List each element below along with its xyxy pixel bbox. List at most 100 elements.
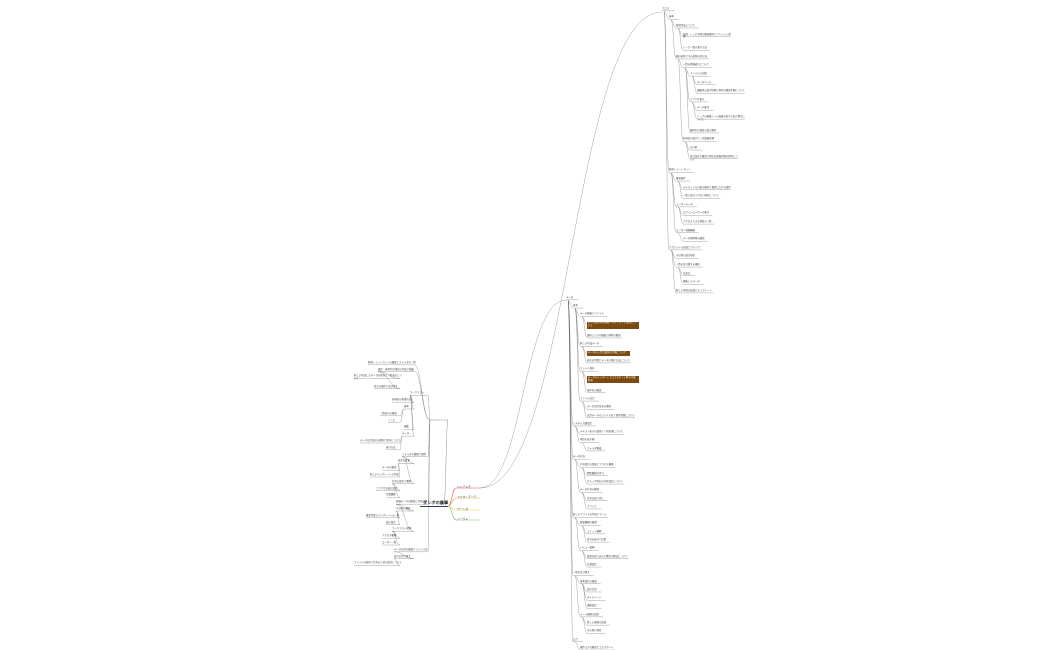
topic-node[interactable]: タイムゾーン xyxy=(587,596,602,600)
topic-node[interactable]: 表示言語 xyxy=(587,587,597,591)
topic-node[interactable]: 一覧表示の確認 xyxy=(380,411,397,415)
topic-node[interactable]: 新規ショートカットの確認とフォルダの一覧 xyxy=(368,360,416,364)
topic-node[interactable]: その他の項目 xyxy=(587,629,602,633)
topic-node[interactable]: コミット履歴 xyxy=(587,529,602,533)
topic-node[interactable]: ファイル保存 xyxy=(580,367,595,371)
topic-node[interactable]: ブランチ xyxy=(587,504,597,508)
main-branch-label[interactable]: シークレ xyxy=(457,516,469,521)
topic-node[interactable]: 一覧の関連表示について xyxy=(683,63,710,67)
topic-node[interactable]: ファイルの比較 xyxy=(690,72,707,76)
topic-node[interactable]: 確認作業とテンプレートの一覧 xyxy=(366,513,400,517)
topic-node[interactable]: データの入力と確認の手順について xyxy=(587,351,631,356)
topic-node[interactable]: データ共有 xyxy=(573,455,585,459)
topic-node[interactable]: レビュー依頼 xyxy=(580,546,595,550)
topic-node[interactable]: ブロス xyxy=(662,6,670,10)
topic-node[interactable]: 保存先の確認 xyxy=(587,388,602,392)
topic-node[interactable]: 確認操作 xyxy=(676,176,686,180)
topic-node[interactable]: 表示の切り替え xyxy=(394,554,411,558)
topic-node[interactable]: メール通知の設定 xyxy=(580,612,600,616)
topic-node[interactable]: データ出力形式の選択 xyxy=(587,405,611,409)
topic-node[interactable]: システム共通設定 xyxy=(573,421,593,425)
topic-node[interactable]: 項目の表示順 xyxy=(580,438,595,442)
topic-node[interactable]: 閲覧権限の付与 xyxy=(587,471,604,475)
topic-node[interactable]: 各項目の処理方法 xyxy=(392,398,412,402)
topic-node[interactable]: その他 xyxy=(690,146,698,150)
topic-node[interactable]: データベース xyxy=(697,80,712,84)
topic-node[interactable]: 一覧で表示されない項目について xyxy=(683,194,719,198)
topic-node[interactable]: ユーザー一覧 xyxy=(382,540,397,544)
topic-node[interactable]: 表示の切替とデータの保存方法について xyxy=(587,358,630,362)
topic-node[interactable]: 操作：基本的な項目の作成と編集 xyxy=(378,367,414,371)
topic-node[interactable]: 基本 xyxy=(404,404,409,408)
topic-node[interactable]: グループ単位の共有設定について xyxy=(587,479,623,483)
topic-node[interactable]: アカウントの追加とグループ xyxy=(669,245,700,249)
topic-node[interactable]: データのインポートとエクスポート時の注意事項 xyxy=(587,376,639,384)
topic-node[interactable]: 各項目の設定と一括変更処理 xyxy=(683,137,715,141)
topic-node[interactable]: 新規・レシピ名称の確認順序とバージョン管理 xyxy=(683,32,731,39)
topic-node[interactable]: ユーザー管理機能 xyxy=(676,228,696,232)
topic-node[interactable]: データ xyxy=(566,295,574,299)
central-topic[interactable]: ダンボの農事 xyxy=(423,500,449,505)
topic-node[interactable]: 表示設定の確認と現在の画面状態の保存について xyxy=(690,154,738,161)
topic-node[interactable]: テキストメモの表示順序と選択した行の操作 xyxy=(683,185,731,189)
topic-node[interactable]: 変更履歴の確認 xyxy=(580,521,597,525)
topic-node[interactable]: ユーザーデータ xyxy=(676,202,693,206)
main-branch-label[interactable]: ツイアルモ xyxy=(457,484,471,489)
topic-node[interactable]: 表示設定 xyxy=(386,520,396,524)
topic-node[interactable]: データ出力の確認とファイル名 xyxy=(394,547,428,551)
topic-node[interactable]: 新規ショートカット xyxy=(669,168,691,172)
topic-node[interactable]: データ出力形式の選択と保存について xyxy=(360,438,401,442)
topic-node[interactable]: 新しい作成データ xyxy=(580,342,600,346)
topic-node[interactable]: 表示方法 xyxy=(386,445,396,449)
topic-node[interactable]: 編集したデータ xyxy=(683,280,700,284)
topic-node[interactable]: 設定の変更 xyxy=(398,459,410,463)
topic-node[interactable]: ブラウザの表示設定 xyxy=(376,486,398,490)
topic-node[interactable]: データ編集とファイル xyxy=(580,312,604,316)
topic-node[interactable]: 注意点 xyxy=(683,271,691,275)
topic-node[interactable]: 編集時の表示切替と保存の確認手順について xyxy=(697,89,745,93)
topic-node[interactable]: 新しいブランチの作成とマージ xyxy=(573,513,607,517)
topic-node[interactable]: 変更の取り込みと競合の解決について xyxy=(587,554,628,558)
topic-node[interactable]: 共有設定の変更とアクセス権限 xyxy=(580,463,614,467)
topic-node[interactable]: 表示の順序と並び替え xyxy=(374,384,398,388)
topic-node[interactable]: フォルダの整理と削除 xyxy=(402,452,426,456)
topic-node[interactable]: 編集 xyxy=(404,425,409,429)
topic-node[interactable]: 選択中の項目の表示順序 xyxy=(690,128,717,132)
topic-node[interactable]: アクセス権限 xyxy=(382,534,397,538)
topic-node[interactable]: ログインユーザーの表示 xyxy=(683,211,710,215)
topic-node[interactable]: アクセスできる項目の一覧 xyxy=(683,219,712,223)
topic-node[interactable]: レシピ一覧の表示方法 xyxy=(683,46,707,50)
topic-node[interactable]: 共有の設定と解除 xyxy=(392,479,412,483)
topic-node[interactable]: 通知設定 xyxy=(587,604,597,608)
topic-node[interactable]: 作業履歴 xyxy=(386,493,396,497)
topic-node[interactable]: ログ xyxy=(573,637,578,641)
topic-node[interactable]: 基本 xyxy=(573,304,578,307)
topic-node[interactable]: その他の設定項目 xyxy=(676,254,696,258)
topic-node[interactable]: 出力データのファイル名と保存場所について xyxy=(587,413,635,417)
topic-node[interactable]: 詳細データの確認と共有設定 xyxy=(396,500,428,504)
topic-node[interactable]: ファイル出力 xyxy=(580,396,595,400)
topic-node[interactable]: ブラウザ表示 xyxy=(690,97,705,101)
topic-node[interactable]: 新しい項目の追加とテンプレート xyxy=(676,288,712,292)
topic-node[interactable]: データ保存時の自動バックアップと復元について xyxy=(587,321,639,329)
topic-node[interactable]: 親の名称と子の名称の区分は xyxy=(676,54,708,58)
topic-node[interactable]: その他の機能 xyxy=(396,506,411,510)
topic-node[interactable]: 一覧の並び替えの順序 xyxy=(676,262,700,266)
topic-node[interactable]: データ操作 xyxy=(697,106,709,110)
topic-node[interactable]: 一覧の並び替え xyxy=(573,571,590,575)
topic-node[interactable]: 新しいテンプレートの作成 xyxy=(370,472,399,476)
topic-node[interactable]: 新しい作成したデータの保存と一覧表示について xyxy=(354,374,402,381)
topic-node[interactable]: 共有の取り消し xyxy=(587,496,604,500)
topic-node[interactable]: 操作ログの確認とエクスポート xyxy=(580,645,614,649)
topic-node[interactable]: 差分の表示と比較 xyxy=(587,538,607,542)
topic-node[interactable]: データ共有の確認 xyxy=(580,488,600,492)
topic-node[interactable]: ワークフロー管理 xyxy=(392,527,412,531)
topic-node[interactable]: 共通設定 xyxy=(587,562,597,566)
topic-node[interactable]: ワークフロー xyxy=(410,391,425,395)
topic-node[interactable]: 新規作成について xyxy=(676,23,696,27)
topic-node[interactable]: データ xyxy=(402,432,410,436)
topic-node[interactable]: テキスト表示の変更と一括処理について xyxy=(580,430,623,434)
topic-node[interactable]: ファイルの保存と共有のための設定について xyxy=(354,561,402,565)
topic-node[interactable]: フォルダ構成 xyxy=(587,446,602,450)
topic-node[interactable]: 基本設定の確認 xyxy=(580,579,597,583)
